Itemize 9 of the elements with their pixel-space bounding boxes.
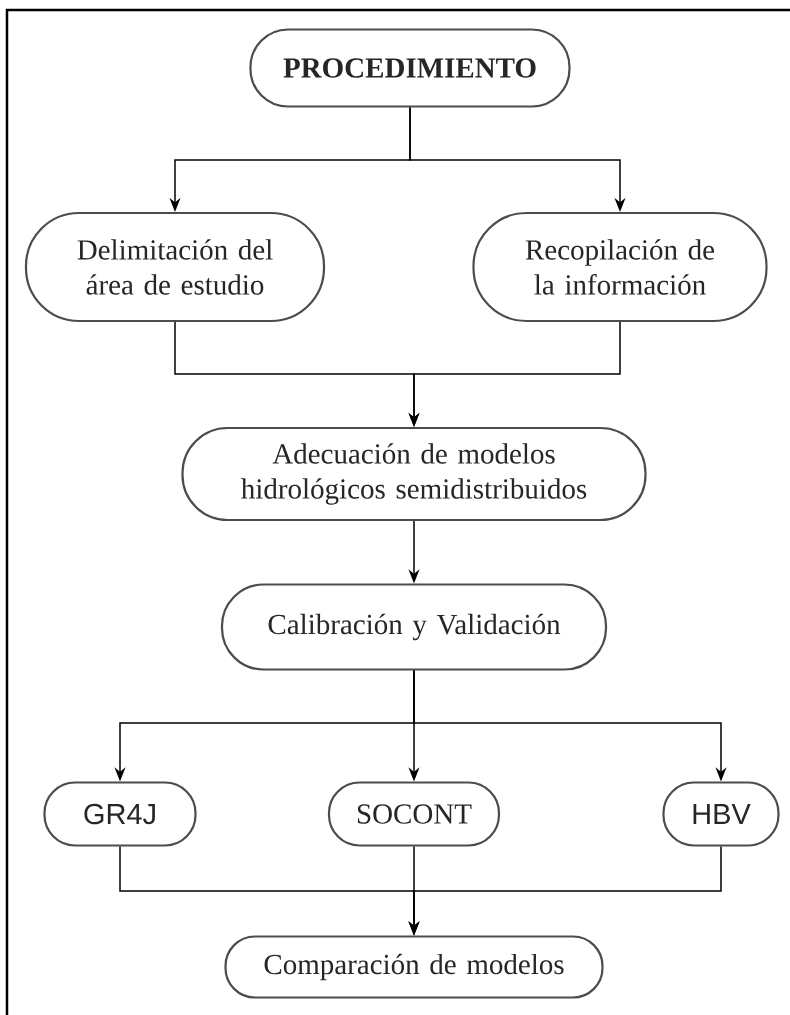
process-box: Recopilación de la información [472,211,768,323]
process-box: HBV [662,781,780,847]
process-box: GR4J [43,781,197,847]
process-box: Calibración y Validación [220,583,608,671]
process-box: Delimitación del área de estudio [24,211,326,323]
title-box: PROCEDIMIENTO [249,28,571,108]
process-box: Adecuación de modelos hidrológicos semidistribuidos [181,426,647,522]
process-box: SOCONT [327,781,501,847]
process-box: Comparación de modelos [224,935,604,999]
